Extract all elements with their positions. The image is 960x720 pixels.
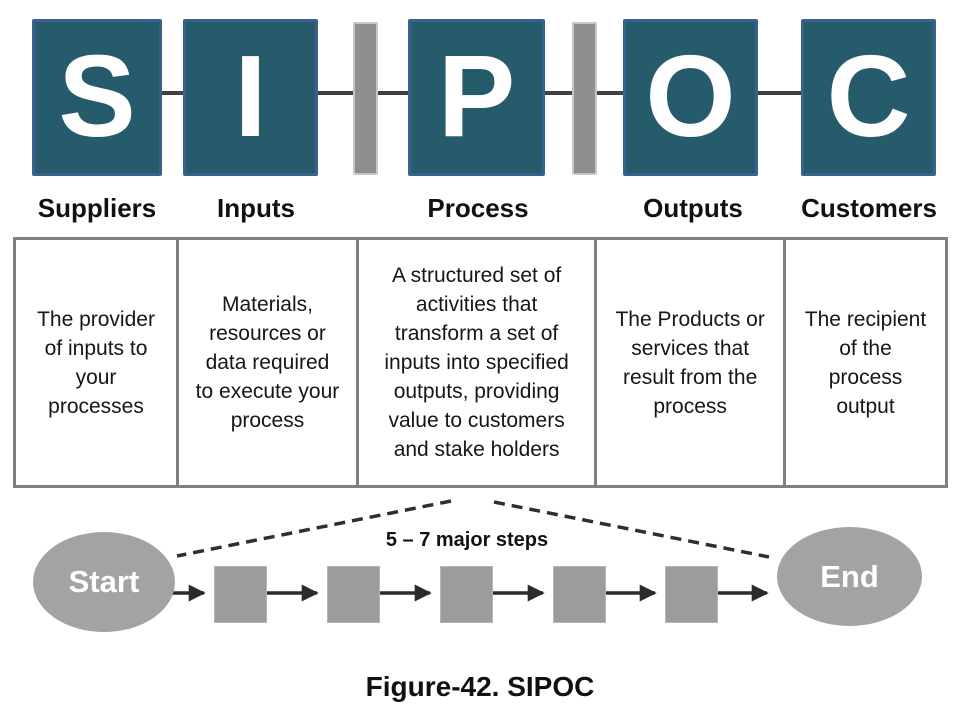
cell-text: The Products or services that result fro…: [615, 307, 765, 418]
letter-tile-inputs: I: [183, 19, 318, 176]
cell-text: Materials, resources or data required to…: [195, 293, 340, 432]
figure-caption: Figure-42. SIPOC: [365, 671, 595, 702]
column-label-customers: Customers: [801, 193, 937, 223]
process-step: [553, 566, 606, 623]
tile-letter: O: [645, 30, 736, 161]
column-label-outputs: Outputs: [643, 193, 743, 223]
column-label-suppliers: Suppliers: [37, 193, 157, 223]
cell-text: The provider of inputs to your processes: [37, 307, 155, 418]
process-step: [440, 566, 493, 623]
start-node: Start: [33, 532, 175, 632]
divider-bar-right: [572, 22, 597, 175]
tile-letter: C: [826, 30, 911, 161]
divider-bar-left: [353, 22, 378, 175]
table-cell-suppliers: The provider of inputs to your processes: [16, 240, 180, 485]
description-table: The provider of inputs to your processes…: [13, 237, 948, 488]
end-node-label: End: [820, 558, 879, 594]
letter-tile-process: P: [408, 19, 545, 176]
table-cell-customers: The recipient of the process output: [786, 240, 945, 485]
table-cell-process: A structured set of activities that tran…: [359, 240, 598, 485]
letter-tile-outputs: O: [623, 19, 758, 176]
tile-letter: S: [58, 30, 136, 161]
table-cell-outputs: The Products or services that result fro…: [597, 240, 787, 485]
process-step: [214, 566, 267, 623]
letter-tile-customers: C: [801, 19, 936, 176]
cell-text: A structured set of activities that tran…: [384, 264, 569, 461]
process-step: [665, 566, 718, 623]
process-step: [327, 566, 380, 623]
column-label-inputs: Inputs: [217, 193, 295, 223]
cell-text: The recipient of the process output: [804, 307, 927, 418]
table-cell-inputs: Materials, resources or data required to…: [179, 240, 359, 485]
steps-count-label: 5 – 7 major steps: [385, 529, 549, 551]
end-node: End: [777, 527, 922, 626]
column-label-process: Process: [427, 193, 529, 223]
letter-tile-suppliers: S: [32, 19, 162, 176]
tile-letter: P: [437, 30, 516, 161]
tile-letter: I: [234, 30, 267, 161]
start-node-label: Start: [68, 564, 140, 599]
